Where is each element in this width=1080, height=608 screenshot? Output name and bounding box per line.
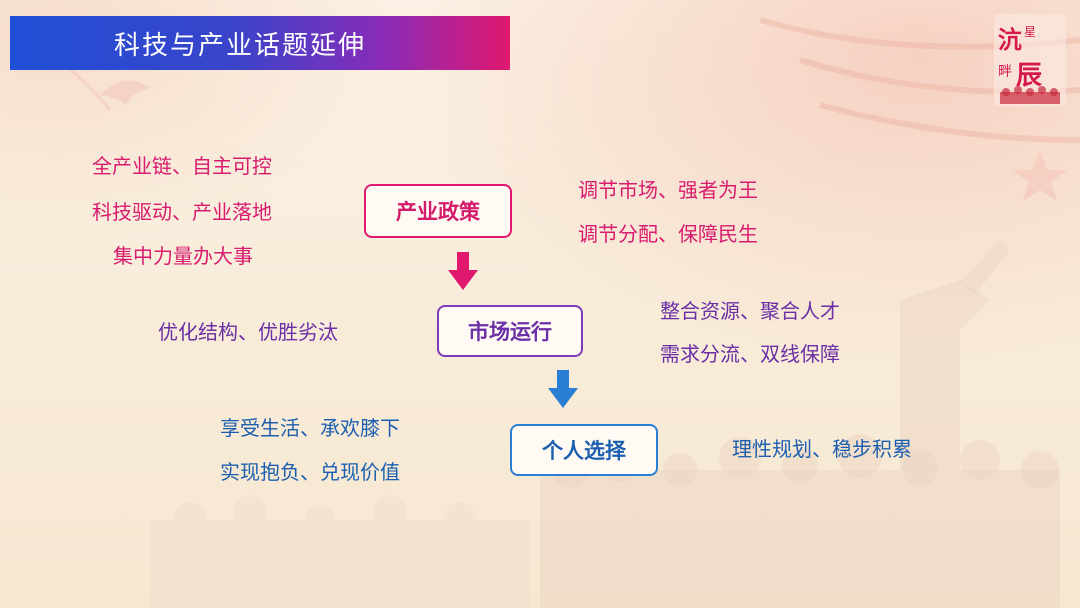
- svg-text:畔: 畔: [998, 64, 1012, 80]
- personal-left-line-1: 享受生活、承欢膝下: [220, 416, 400, 440]
- svg-text:辰: 辰: [1016, 61, 1042, 91]
- svg-text:星: 星: [1024, 25, 1036, 39]
- node-market-operation: 市场运行: [437, 305, 583, 357]
- policy-right-line-2: 调节分配、保障民生: [578, 222, 758, 246]
- node-industrial-policy: 产业政策: [364, 184, 512, 238]
- svg-text:沆: 沆: [998, 25, 1022, 54]
- policy-left-line-3: 集中力量办大事: [113, 244, 253, 268]
- policy-right-line-1: 调节市场、强者为王: [578, 178, 758, 202]
- arrow-down-icon: [448, 252, 478, 290]
- personal-right-line-1: 理性规划、稳步积累: [732, 437, 912, 461]
- market-right-line-2: 需求分流、双线保障: [660, 342, 840, 366]
- page-title: 科技与产业话题延伸: [114, 30, 367, 61]
- policy-left-line-2: 科技驱动、产业落地: [92, 200, 272, 224]
- policy-left-line-1: 全产业链、自主可控: [92, 154, 272, 178]
- market-right-line-1: 整合资源、聚合人才: [660, 299, 840, 323]
- brand-logo: 沆 星 畔 辰: [994, 14, 1066, 106]
- title-bar: 科技与产业话题延伸: [10, 16, 510, 70]
- market-left-line-1: 优化结构、优胜劣汰: [158, 320, 338, 344]
- arrow-down-icon: [548, 370, 578, 408]
- node-personal-choice: 个人选择: [510, 424, 658, 476]
- personal-left-line-2: 实现抱负、兑现价值: [220, 460, 400, 484]
